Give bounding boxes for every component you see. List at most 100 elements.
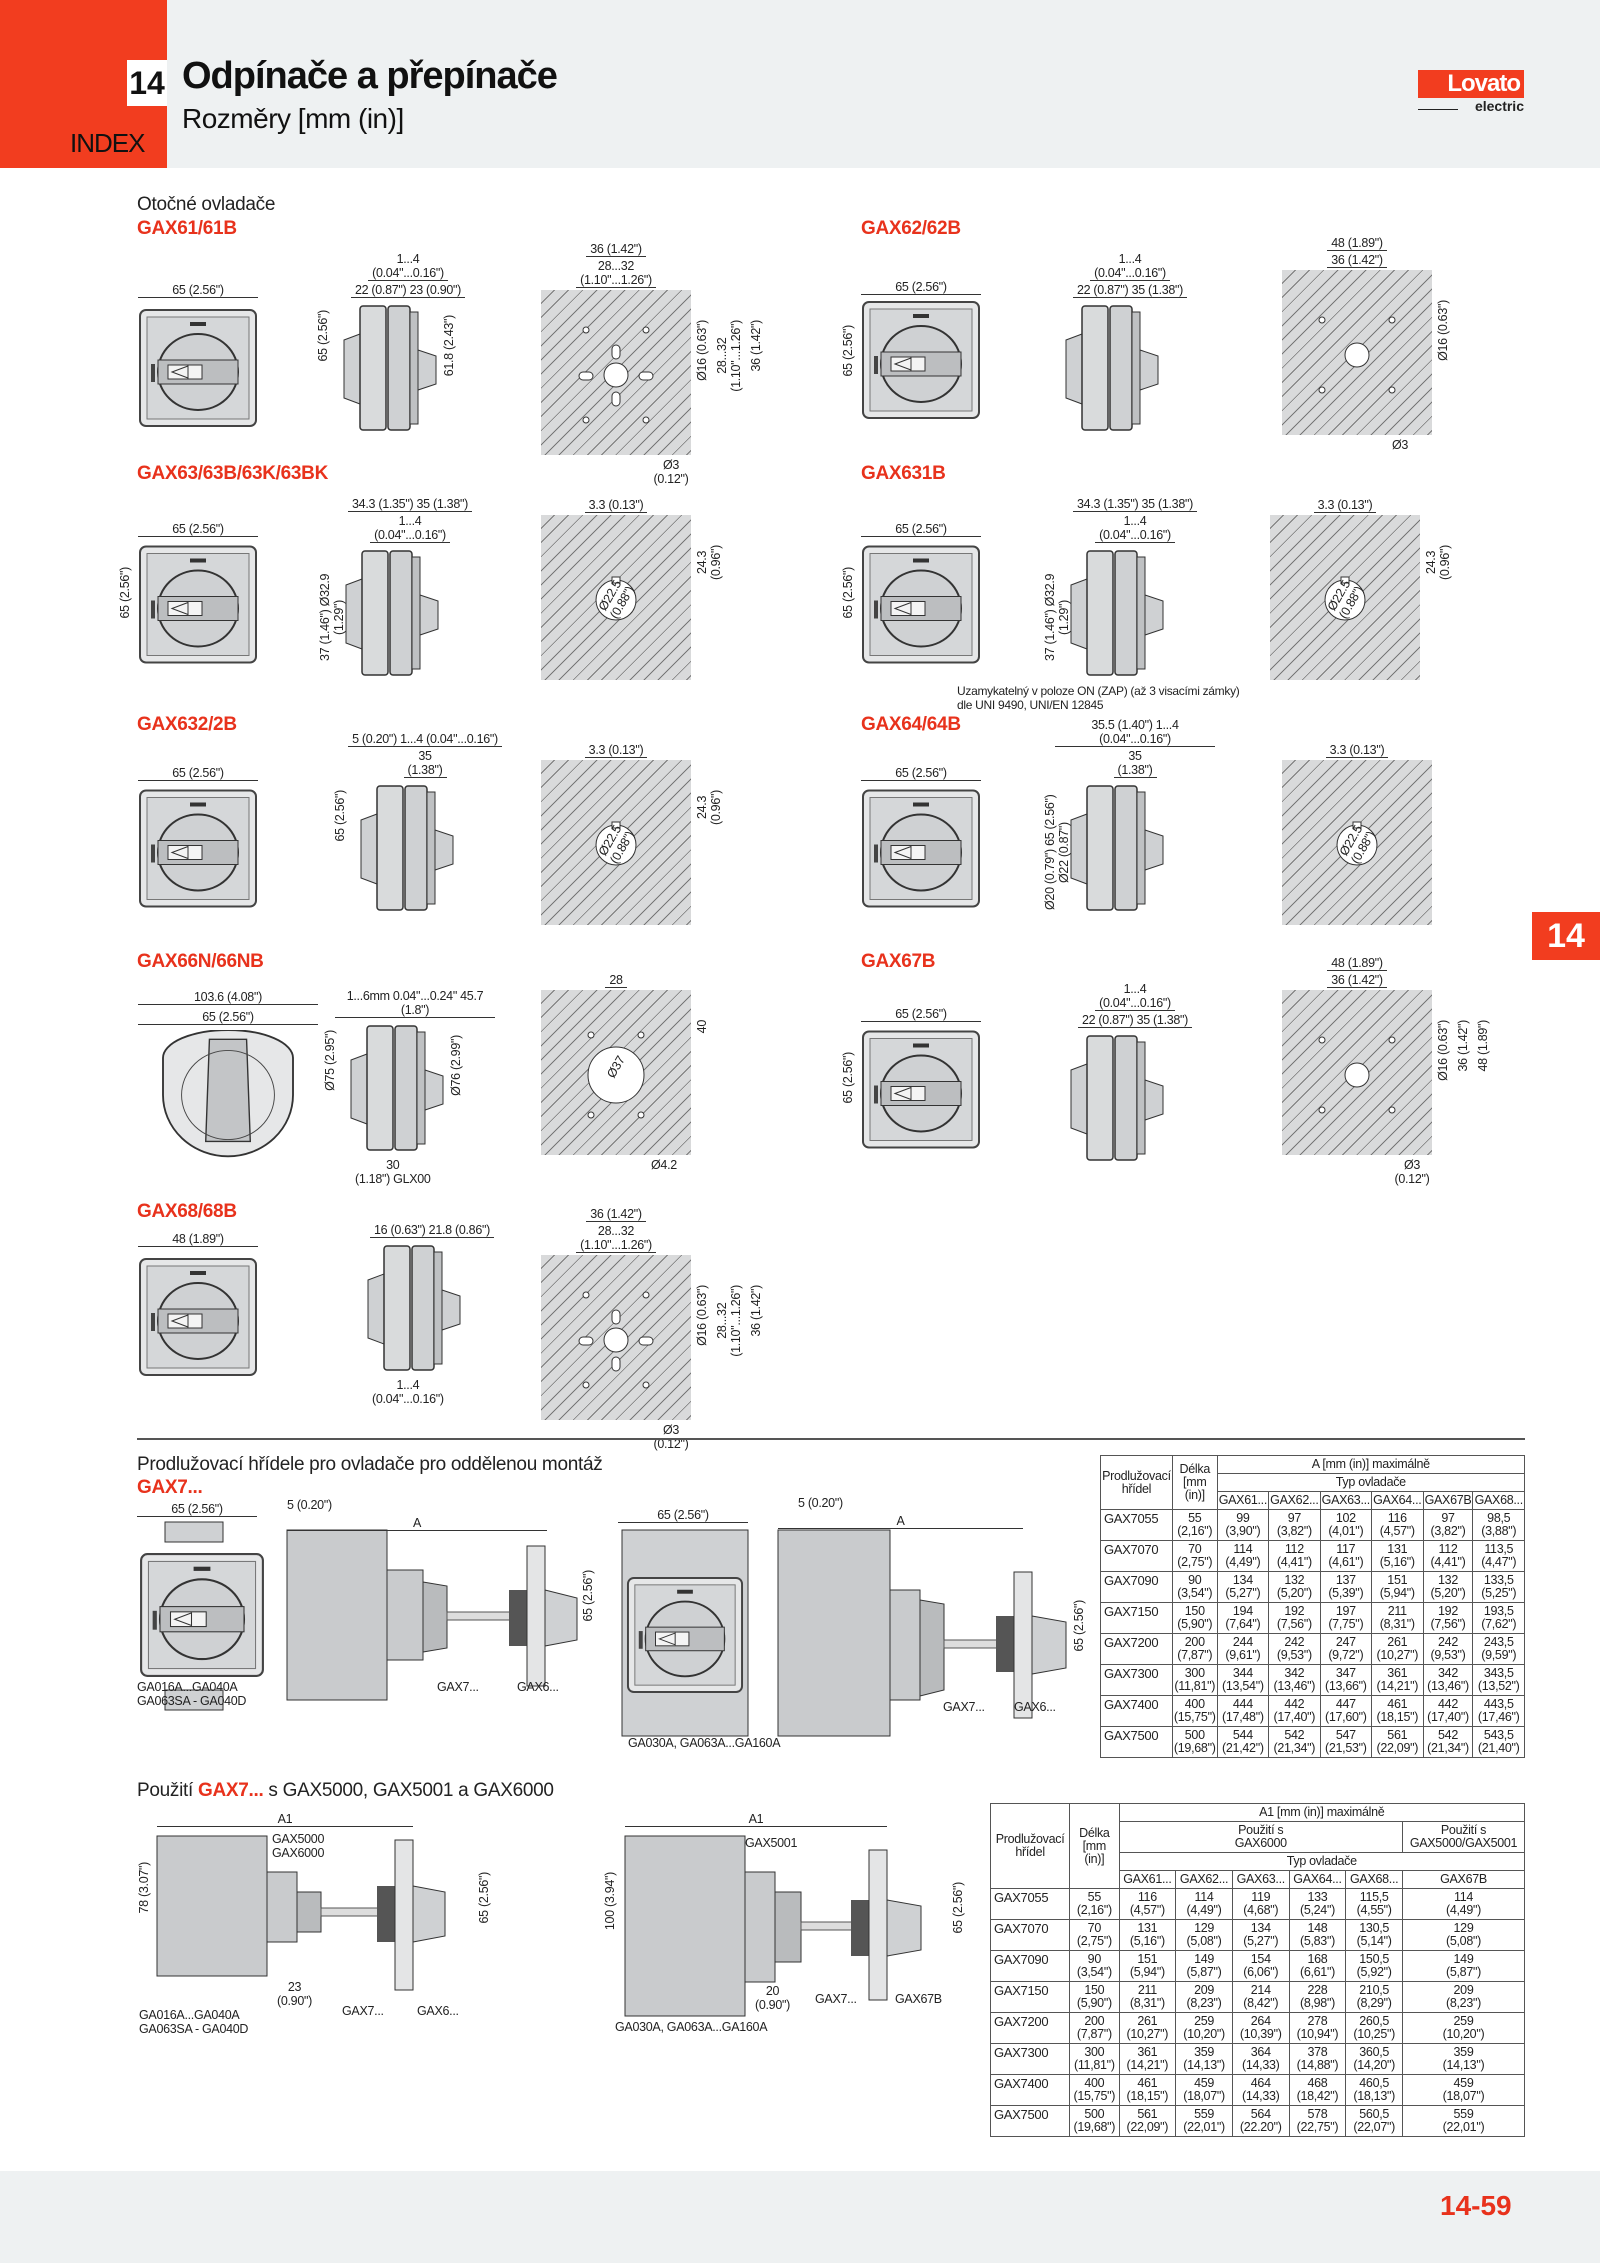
dim-label: 35 (1.38")	[1113, 749, 1157, 778]
a-value: 194 (7,64")	[1216, 1602, 1270, 1634]
a-value: 137 (5,39")	[1319, 1571, 1373, 1603]
dim-label: 30 (1.18") GLX00	[355, 1158, 431, 1186]
a-value: 343,5 (13,52")	[1472, 1664, 1525, 1696]
extension-drawing-1-svg	[139, 1521, 578, 1711]
module-gax5000: GAX5000	[272, 1832, 325, 1846]
side-dim-top: 35 (1.38")35.5 (1.40") 1...4 (0.04"...0.…	[1055, 718, 1215, 778]
a-value: 113,5 (4,47")	[1472, 1540, 1525, 1572]
a-value: 151 (5,94")	[1371, 1571, 1424, 1603]
dim-label: 65 (2.56")	[138, 1010, 318, 1025]
panel-dim-top: 3.3 (0.13")	[541, 743, 691, 758]
header-group-gax5000: Použití s GAX5000/GAX5001	[1402, 1821, 1525, 1853]
a-value: 112 (4,41")	[1268, 1540, 1321, 1572]
dim-height: 65 (2.56")	[1072, 1600, 1086, 1652]
shaft-code: GAX7500	[989, 2105, 1071, 2137]
dim-label: Ø76 (2.99")	[449, 1035, 463, 1096]
front-view: 65 (2.56")	[138, 766, 258, 911]
dim-label: Ø3 (0.12")	[1394, 1158, 1430, 1186]
front-view: 65 (2.56") 103.6 (4.08")	[138, 990, 318, 1160]
a-value: 209 (8,23")	[1402, 1981, 1525, 2013]
a-value: 228 (8,98")	[1288, 1981, 1347, 2013]
a-value: 259 (10,20")	[1402, 2012, 1525, 2044]
product-heading: GAX62/62B	[861, 218, 961, 239]
operator-label: GAX6...	[417, 2004, 459, 2018]
a-value: 260,5 (10,25")	[1345, 2012, 1404, 2044]
dim-a1: A1	[625, 1812, 887, 1827]
side-view-drawing	[1065, 305, 1159, 431]
dim-label: 48 (1.89")	[1327, 236, 1387, 251]
a-value: 115,5 (4,55")	[1345, 1888, 1404, 1920]
dim-label: 3.3 (0.13")	[1313, 498, 1377, 513]
chapter-side-tab[interactable]: 14	[1532, 912, 1600, 960]
dim-label: 36 (1.42")	[1327, 973, 1387, 988]
dim-label: 1...4 (0.04"...0.16")	[1095, 514, 1175, 543]
front-dim-extra: 103.6 (4.08")	[138, 990, 318, 1005]
a-value: 192 (7,56")	[1422, 1602, 1474, 1634]
panel-cutout: 36 (1.42")48 (1.89")Ø16 (0.63")36 (1.42"…	[1282, 956, 1490, 1186]
a-value: 344 (13,54")	[1216, 1664, 1270, 1696]
length-value: 55 (2,16")	[1069, 1888, 1120, 1920]
panel-cutout: 3.3 (0.13")24.3 (0.96")Ø22.5 (0.88")	[541, 743, 723, 925]
a-value: 97 (3,82")	[1268, 1509, 1321, 1541]
panel-holes	[595, 821, 637, 866]
length-value: 90 (3,54")	[1171, 1571, 1218, 1603]
dim-label: 5 (0.20") 1...4 (0.04"...0.16")	[348, 732, 502, 747]
switch-model-1: GA016A...GA040A	[139, 2008, 240, 2022]
shaft-code: GAX7070	[989, 1919, 1071, 1951]
a-value: 559 (22,01")	[1402, 2105, 1525, 2137]
a-value: 543,5 (21,40")	[1472, 1726, 1525, 1758]
length-value: 70 (2,75")	[1171, 1540, 1218, 1572]
dim-label: 28...32 (1.10"...1.26")	[576, 1224, 656, 1253]
length-value: 70 (2,75")	[1069, 1919, 1120, 1951]
front-dim-top: 65 (2.56")	[138, 522, 258, 537]
index-link[interactable]: INDEX	[70, 128, 145, 158]
section-title-extension: Prodlužovací hřídele pro ovladače pro od…	[137, 1454, 603, 1475]
chapter-number: 14	[127, 60, 167, 106]
dim-label: 65 (2.56")	[841, 325, 855, 377]
a-value: 459 (18,07")	[1175, 2074, 1233, 2106]
dim-label: Ø75 (2.95")	[323, 1030, 337, 1091]
front-view-drawing	[138, 789, 258, 908]
dim-label: 35 (1.38")	[403, 749, 447, 778]
column-header: GAX64...	[1288, 1870, 1347, 1889]
front-view-drawing	[138, 1257, 258, 1377]
front-view-drawing	[861, 789, 981, 908]
product-heading: GAX632/2B	[137, 714, 237, 735]
panel-holes	[1324, 576, 1366, 621]
extension-drawing-2: 65 (2.56") 5 (0.20") A 65 (2.56") GA030A…	[618, 1496, 1093, 1750]
shaft-code: GAX7300	[1100, 1664, 1173, 1696]
dim-label: 3.3 (0.13")	[584, 743, 648, 758]
side-view: 1...4 (0.04"...0.16")34.3 (1.35") 35 (1.…	[318, 497, 472, 680]
front-dim-top: 65 (2.56")	[138, 283, 258, 298]
side-view: 22 (0.87") 35 (1.38")1...4 (0.04"...0.16…	[1060, 252, 1188, 435]
dim-label: 34.3 (1.35") 35 (1.38")	[348, 497, 472, 512]
side-view-drawing	[343, 305, 437, 431]
a-value: 578 (22,75")	[1288, 2105, 1347, 2137]
a-value: 342 (13,46")	[1422, 1664, 1474, 1696]
a-value: 459 (18,07")	[1402, 2074, 1525, 2106]
panel-dim-right: 40	[695, 1020, 709, 1033]
dim-label: 65 (2.56")	[861, 1007, 981, 1022]
dim-label: 40	[695, 1020, 709, 1034]
dim-height-op: 65 (2.56")	[951, 1882, 965, 1934]
a-value: 214 (8,42")	[1231, 1981, 1290, 2013]
front-view: 65 (2.56")65 (2.56")	[118, 522, 258, 667]
a-value: 560,5 (22,07")	[1345, 2105, 1404, 2137]
a-value: 564 (22.20")	[1231, 2105, 1290, 2137]
dim-label: 36 (1.42")	[586, 1207, 646, 1222]
front-view-drawing	[138, 308, 258, 428]
a-value: 132 (5,20")	[1268, 1571, 1321, 1603]
header-a: A [mm (in)] maximálně	[1216, 1455, 1526, 1474]
a-value: 114 (4,49")	[1402, 1888, 1525, 1920]
front-dim-top: 65 (2.56")	[138, 766, 258, 781]
panel-holes	[1318, 316, 1396, 394]
lovato-logo-sub: electric	[1474, 98, 1524, 114]
a-value: 116 (4,57")	[1371, 1509, 1424, 1541]
